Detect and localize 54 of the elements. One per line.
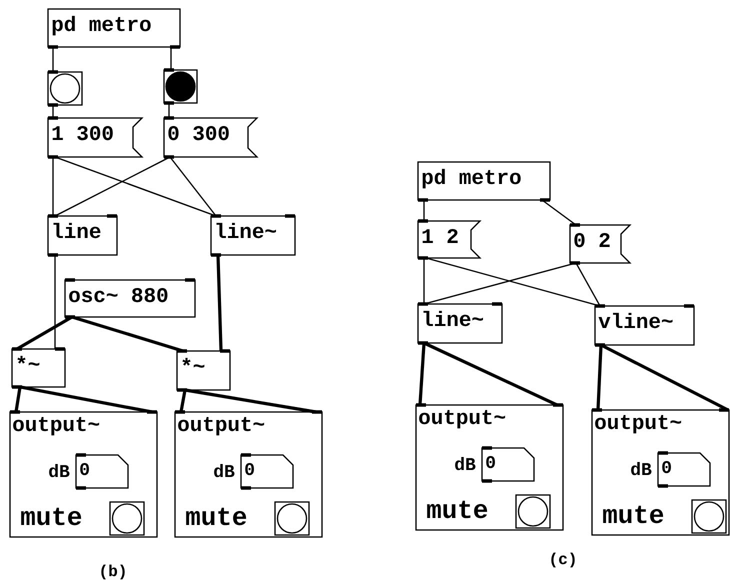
number-box: 0 — [481, 446, 535, 483]
patch-cord — [418, 342, 426, 406]
number-box: 0 — [240, 453, 294, 490]
patch-cord — [54, 156, 216, 217]
panel-label: (c) — [551, 552, 575, 568]
patch-cord — [20, 385, 152, 414]
patch-cord — [54, 156, 170, 217]
patch-cord — [575, 262, 601, 306]
object-box: pd metro — [47, 8, 181, 49]
object-box: vline~ — [594, 304, 695, 347]
panel-label: (b) — [101, 564, 125, 580]
unit-label: dB — [214, 464, 234, 478]
patch-cord — [54, 255, 56, 349]
patch-cord — [600, 344, 729, 412]
patch-cord — [14, 386, 22, 412]
patch-cord — [423, 200, 425, 221]
patch-cord — [184, 388, 316, 414]
bang-button — [691, 499, 727, 534]
patch-cord — [52, 105, 54, 118]
patch-cord — [72, 315, 184, 353]
bang-button — [274, 501, 310, 536]
object-box: line~ — [417, 302, 503, 345]
patch-cord — [52, 47, 54, 72]
patch-cord — [216, 254, 223, 352]
bang-button — [515, 494, 551, 529]
bang-button — [47, 70, 83, 107]
unit-label: dB — [49, 464, 70, 478]
object-box: *~ — [11, 347, 66, 389]
patch-cord — [423, 258, 425, 304]
patch-cord — [170, 47, 172, 70]
patch-cord — [168, 103, 170, 118]
number-box: 0 — [657, 451, 711, 488]
object-box: *~ — [176, 349, 231, 392]
patch-cord — [423, 342, 558, 406]
bang-button — [109, 501, 145, 536]
object-box: line — [47, 214, 118, 257]
bang-button — [163, 68, 198, 105]
unit-label: dB — [631, 462, 652, 476]
message-box: 0 2 — [569, 223, 632, 265]
object-box: pd metro — [417, 161, 551, 202]
message-box: 1 300 — [47, 116, 144, 159]
patch-cord — [52, 157, 54, 216]
patch-cord — [16, 316, 73, 350]
patch-cord — [170, 156, 217, 216]
message-box: 0 300 — [163, 116, 259, 159]
message-box: 1 2 — [417, 219, 482, 260]
patch-cord — [542, 199, 576, 226]
patch-cord — [424, 262, 576, 305]
object-box: line~ — [210, 214, 296, 257]
patch-cord — [596, 344, 603, 410]
patch-cord — [179, 390, 187, 412]
unit-label: dB — [455, 457, 476, 470]
object-box: osc~ 880 — [64, 278, 196, 319]
number-box: 0 — [75, 453, 129, 490]
